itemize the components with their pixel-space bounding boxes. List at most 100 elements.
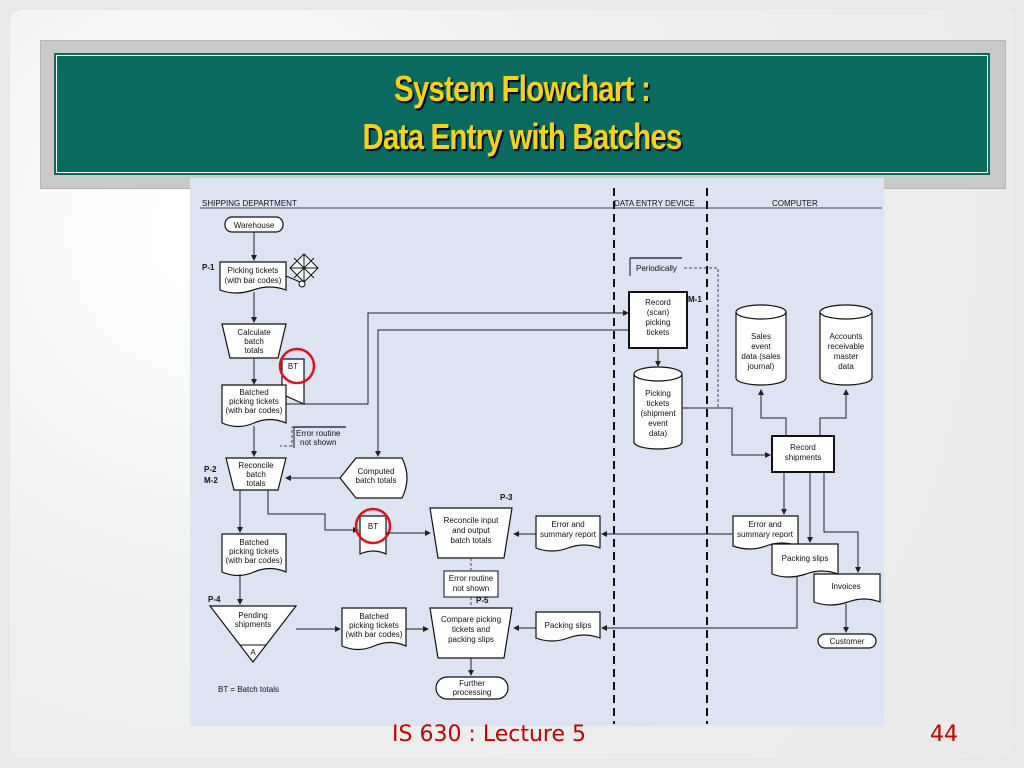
label-p2: P-2 — [204, 465, 217, 474]
label-m2: M-2 — [204, 476, 218, 485]
warehouse-terminal: Warehouse — [224, 216, 284, 233]
svg-text:shipments: shipments — [785, 453, 821, 462]
svg-text:A: A — [250, 648, 256, 657]
reconcile-batch-totals-operation: Reconcile batch totals — [225, 457, 287, 491]
batched-picking-tickets-document-1: Batched picking tickets (with bar codes) — [221, 384, 287, 428]
svg-text:Pending: Pending — [238, 611, 267, 620]
svg-text:tickets and: tickets and — [452, 625, 490, 634]
error-routine-annotation-1: Error routine not shown — [280, 426, 346, 448]
svg-text:(with bar codes): (with bar codes) — [346, 630, 403, 639]
record-shipments-process: Record shipments — [771, 435, 835, 473]
highlight-circle-2 — [354, 507, 392, 545]
highlight-circle-1 — [278, 347, 316, 385]
svg-text:not shown: not shown — [453, 584, 489, 593]
svg-text:Batched: Batched — [239, 388, 268, 397]
svg-text:Record: Record — [790, 443, 816, 452]
svg-text:Record: Record — [645, 298, 671, 307]
svg-text:Packing slips: Packing slips — [545, 621, 592, 630]
svg-text:batch: batch — [246, 470, 266, 479]
svg-text:Batched: Batched — [359, 612, 388, 621]
svg-text:Error routine: Error routine — [449, 574, 494, 583]
svg-text:picking tickets: picking tickets — [229, 397, 279, 406]
svg-text:Picking: Picking — [645, 389, 671, 398]
svg-text:data): data) — [649, 429, 668, 438]
svg-text:Error and: Error and — [551, 520, 584, 529]
record-scan-process: Record (scan) picking tickets — [628, 291, 688, 349]
svg-text:data (sales: data (sales — [741, 352, 780, 361]
svg-text:Compare picking: Compare picking — [441, 615, 501, 624]
svg-text:picking tickets: picking tickets — [349, 621, 399, 630]
svg-text:Batched: Batched — [239, 538, 268, 547]
svg-text:Periodically: Periodically — [636, 264, 677, 273]
svg-text:journal): journal) — [747, 362, 775, 371]
svg-text:processing: processing — [453, 688, 492, 697]
svg-text:event: event — [751, 342, 771, 351]
svg-text:batch totals: batch totals — [451, 536, 492, 545]
svg-text:data: data — [838, 362, 854, 371]
col-shipping-department: SHIPPING DEPARTMENT — [202, 199, 297, 208]
calculate-batch-totals-operation: Calculate batch totals — [221, 323, 287, 359]
svg-text:Computed: Computed — [358, 467, 395, 476]
svg-text:(shipment: (shipment — [640, 409, 676, 418]
label-p3: P-3 — [500, 493, 513, 502]
slide-title-line-2: Data Entry with Batches — [362, 116, 682, 157]
svg-text:Accounts: Accounts — [830, 332, 863, 341]
svg-text:summary report: summary report — [737, 530, 794, 539]
svg-text:tickets: tickets — [647, 328, 670, 337]
svg-text:packing slips: packing slips — [448, 635, 494, 644]
column-headers: SHIPPING DEPARTMENT DATA ENTRY DEVICE CO… — [200, 199, 882, 209]
envelope-icon — [285, 253, 319, 288]
pending-shipments-file: Pending shipments A — [208, 605, 298, 663]
svg-text:Customer: Customer — [830, 637, 865, 646]
slide-page-number: 44 — [930, 722, 958, 747]
svg-text:picking: picking — [646, 318, 671, 327]
svg-text:Error routine: Error routine — [296, 429, 341, 438]
svg-text:Error and: Error and — [748, 520, 781, 529]
batched-picking-tickets-document-2: Batched picking tickets (with bar codes) — [221, 533, 287, 577]
svg-text:not shown: not shown — [300, 438, 336, 447]
col-data-entry-device: DATA ENTRY DEVICE — [614, 199, 695, 208]
reconcile-io-batch-totals-operation: Reconcile input and output batch totals — [429, 507, 513, 559]
svg-text:BT: BT — [368, 522, 378, 531]
svg-text:totals: totals — [246, 479, 265, 488]
further-processing-terminal: Further processing — [435, 676, 509, 700]
legend-bt: BT = Batch totals — [218, 685, 279, 694]
svg-text:event: event — [648, 419, 668, 428]
svg-text:Packing slips: Packing slips — [782, 554, 829, 563]
computed-batch-totals-display: Computed batch totals — [339, 457, 408, 499]
svg-text:Reconcile: Reconcile — [238, 461, 274, 470]
svg-text:(scan): (scan) — [647, 308, 670, 317]
svg-text:batch totals: batch totals — [356, 476, 397, 485]
label-p4: P-4 — [208, 595, 221, 604]
svg-text:(with bar codes): (with bar codes) — [226, 556, 283, 565]
svg-text:receivable: receivable — [828, 342, 865, 351]
compare-operation: Compare picking tickets and packing slip… — [429, 607, 513, 659]
title-banner-frame: System Flowchart : Data Entry with Batch… — [40, 40, 1006, 189]
invoices-document: Invoices — [813, 573, 881, 606]
svg-text:(with bar codes): (with bar codes) — [225, 276, 282, 285]
svg-text:totals: totals — [244, 346, 263, 355]
svg-text:(with bar codes): (with bar codes) — [226, 406, 283, 415]
bt-document-1: BT — [278, 347, 316, 405]
svg-text:Reconcile input: Reconcile input — [444, 516, 499, 525]
bt-document-2: BT — [354, 507, 392, 555]
error-routine-annotation-2: Error routine not shown — [443, 570, 499, 598]
svg-text:Further: Further — [459, 679, 485, 688]
svg-text:BT: BT — [288, 362, 298, 371]
label-p1: P-1 — [202, 263, 215, 272]
svg-text:Invoices: Invoices — [831, 582, 860, 591]
svg-text:Picking tickets: Picking tickets — [228, 266, 279, 275]
label-p5: P-5 — [476, 596, 489, 605]
picking-tickets-database: Picking tickets (shipment event data) — [633, 366, 683, 450]
label-m1: M-1 — [688, 295, 702, 304]
system-flowchart: SHIPPING DEPARTMENT DATA ENTRY DEVICE CO… — [190, 178, 884, 726]
svg-text:summary report: summary report — [540, 530, 597, 539]
accounts-receivable-database: Accounts receivable master data — [819, 304, 873, 386]
svg-text:Sales: Sales — [751, 332, 771, 341]
slide-title-line-1: System Flowchart : — [394, 68, 651, 109]
svg-text:shipments: shipments — [235, 620, 271, 629]
svg-text:master: master — [834, 352, 859, 361]
picking-tickets-document: Picking tickets (with bar codes) — [219, 261, 287, 294]
batched-picking-tickets-document-3: Batched picking tickets (with bar codes) — [341, 607, 407, 651]
sales-event-database: Sales event data (sales journal) — [735, 304, 787, 386]
